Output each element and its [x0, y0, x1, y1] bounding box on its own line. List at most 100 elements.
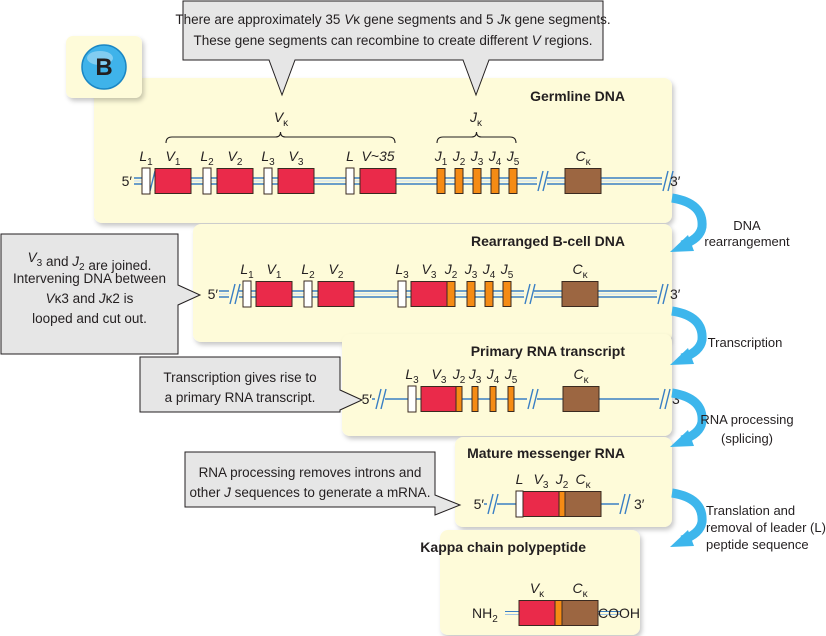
arrowhead-icon	[670, 235, 694, 252]
label-j-3: J3	[470, 148, 484, 168]
segment-v	[359, 168, 397, 194]
label-leader-2: L2	[301, 261, 315, 281]
brace-label-j-kappa: Jκ	[469, 109, 483, 129]
badge-letter: B	[95, 54, 112, 81]
segment-j-4	[489, 386, 497, 412]
top-callout-line1: There are approximately 35 Vκ gene segme…	[175, 12, 610, 27]
label-leader-1: L1	[139, 148, 153, 168]
label-c-κ: Cκ	[573, 366, 589, 386]
segment-c-κ	[561, 600, 599, 626]
end-3-label: 3′	[634, 496, 645, 512]
segment-j-5	[507, 386, 515, 412]
callout-processing-note: RNA processing removes introns and other …	[184, 451, 462, 516]
step-label: peptide sequence	[706, 537, 809, 552]
callout-line: Vκ3 and Jκ2 is	[46, 291, 134, 306]
break-mark	[487, 493, 494, 515]
break-mark	[657, 283, 664, 305]
break-mark	[149, 170, 156, 192]
label-j-1: J1	[434, 148, 448, 168]
label-v-2: V2	[228, 148, 243, 168]
segment-c-κ	[564, 168, 602, 194]
arrowhead-icon	[670, 348, 694, 365]
segment-leader-1	[242, 280, 252, 308]
segment-j-5	[502, 281, 512, 307]
break-mark	[537, 170, 544, 192]
label-leader-1: L1	[240, 261, 254, 281]
label-v-3: V3	[422, 261, 437, 281]
label-j-4: J4	[486, 366, 500, 386]
segment-c-κ	[561, 281, 599, 307]
label-j-2: J2	[555, 471, 569, 491]
callout-line: other J sequences to generate a mRNA.	[190, 485, 431, 500]
step-rna-processing: RNA processing(splicing)	[670, 388, 794, 447]
segment-v-κ	[518, 600, 556, 626]
arrowhead-icon	[670, 530, 694, 547]
top-callout: There are approximately 35 Vκ gene segme…	[175, 0, 611, 97]
step-label: DNA	[733, 218, 761, 233]
label-leader-3: L3	[395, 261, 409, 281]
break-mark	[375, 388, 382, 410]
step-label: removal of leader (L)	[706, 520, 826, 535]
label-j-4: J4	[488, 148, 502, 168]
segment-v-2	[317, 281, 355, 307]
label-leader-3: L3	[405, 366, 419, 386]
break-mark	[229, 283, 236, 305]
segment-j-2	[446, 281, 456, 307]
panel-title-kappa-polypeptide: Kappa chain polypeptide	[420, 539, 586, 555]
segment-leader	[515, 490, 524, 518]
label-v-1: V1	[166, 148, 181, 168]
label-j-4: J4	[482, 261, 496, 281]
break-mark	[659, 388, 666, 410]
callout-rearranged-note: V3 and J2 are joined.Intervening DNA bet…	[0, 233, 202, 355]
curved-arrow-icon	[671, 388, 707, 445]
step-label: rearrangement	[704, 234, 790, 249]
panel-title-rearranged: Rearranged B-cell DNA	[471, 233, 625, 249]
break-mark	[527, 388, 534, 410]
callout-line: Transcription gives rise to	[163, 370, 316, 385]
segment-leader	[345, 167, 355, 195]
label-leader-3: L3	[261, 148, 275, 168]
top-callout-line2: These gene segments can recombine to cre…	[194, 33, 593, 48]
label-j-5: J5	[500, 261, 514, 281]
segment-v-3	[522, 491, 560, 517]
label-leader: L	[346, 148, 354, 164]
end-5-label: 5′	[208, 286, 219, 302]
segment-j-2	[558, 491, 566, 517]
segment-j-3	[466, 281, 476, 307]
label-c-κ: Cκ	[575, 148, 591, 168]
segment-j-4	[484, 281, 494, 307]
segment-leader-2	[202, 167, 212, 195]
break-mark	[619, 493, 626, 515]
label-c-κ: Cκ	[572, 261, 588, 281]
segment-v-3	[277, 168, 315, 194]
label-c-κ: Cκ	[572, 580, 588, 600]
panel-title-germline: Germline DNA	[530, 88, 625, 104]
segment-v-3	[420, 386, 458, 412]
brace-label-v-kappa: Vκ	[274, 109, 289, 129]
segment-j	[554, 600, 563, 626]
label-leader-2: L2	[200, 148, 214, 168]
curved-arrow-icon	[671, 306, 707, 363]
segment-leader-2	[303, 280, 313, 308]
segment-j-4	[490, 168, 500, 194]
end-5-label: 5′	[474, 496, 485, 512]
segment-c-κ	[564, 491, 602, 517]
segment-v-1	[255, 281, 293, 307]
segment-v-1	[154, 168, 192, 194]
end-5-label: NH2	[472, 605, 498, 625]
segment-j-5	[508, 168, 518, 194]
end-3-label: 3′	[670, 286, 681, 302]
arrowhead-icon	[670, 430, 694, 447]
label-j-2: J2	[452, 366, 466, 386]
step-label: Transcription	[708, 335, 783, 350]
label-v-1: V1	[267, 261, 282, 281]
label-v-2: V2	[329, 261, 344, 281]
break-mark	[524, 283, 531, 305]
callout-line: RNA processing removes introns and	[199, 465, 422, 480]
segment-v-2	[216, 168, 254, 194]
